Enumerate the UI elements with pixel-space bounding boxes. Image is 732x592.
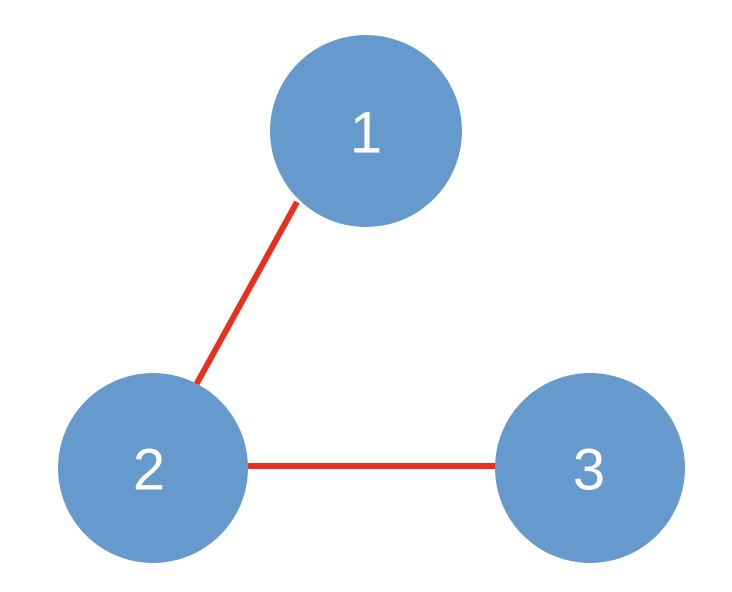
graph-edge-1-2[interactable] bbox=[193, 200, 300, 387]
nodes-layer: 12 3 bbox=[58, 35, 685, 563]
node-circle-1[interactable] bbox=[270, 35, 462, 227]
graph-node-1[interactable]: 1 bbox=[270, 35, 462, 227]
edges-layer bbox=[193, 200, 496, 469]
node-circle-3[interactable] bbox=[495, 373, 685, 563]
node-circle-2[interactable] bbox=[58, 373, 248, 563]
graph-node-2[interactable]: 2 bbox=[58, 373, 248, 563]
graph-node-3[interactable]: 3 bbox=[495, 373, 685, 563]
